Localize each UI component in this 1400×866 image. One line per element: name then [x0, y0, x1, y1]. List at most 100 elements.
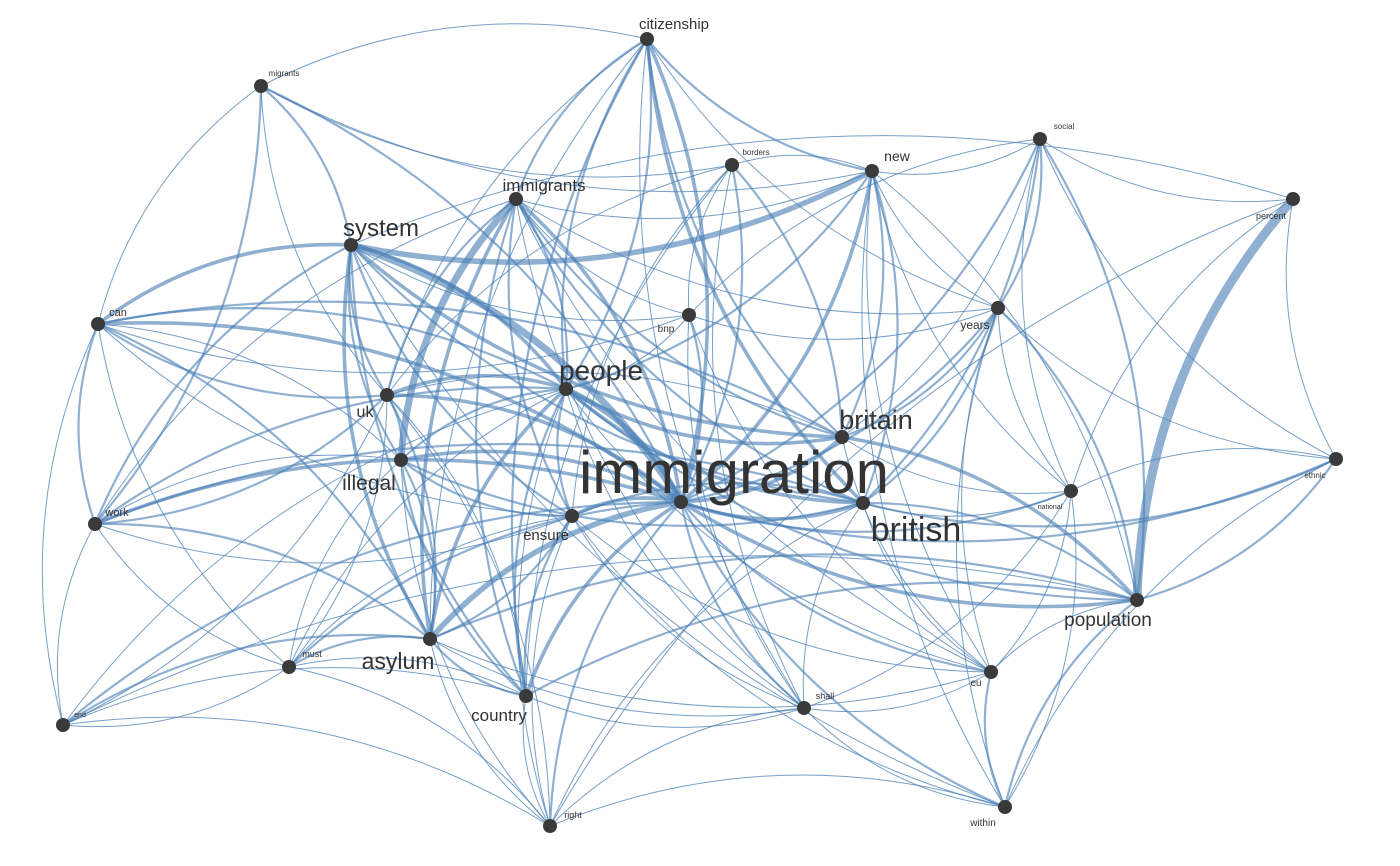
node-must[interactable]	[282, 660, 296, 674]
node-label-shall: shall	[816, 691, 835, 701]
node-ensure[interactable]	[565, 509, 579, 523]
edge-immigrants-work	[94, 198, 517, 525]
edge-british-ethnic	[861, 457, 1338, 528]
edge-immigration-asylum	[427, 499, 684, 642]
node-work[interactable]	[88, 517, 102, 531]
edge-system-bnp	[350, 244, 690, 321]
node-country[interactable]	[519, 689, 533, 703]
edge-percent-right	[549, 198, 1294, 827]
edge-can-must	[97, 323, 290, 668]
edge-migrants-uk	[260, 85, 388, 396]
node-population[interactable]	[1130, 593, 1144, 607]
edge-right-must	[288, 666, 551, 827]
edge-ensure-country	[523, 514, 574, 698]
node-within[interactable]	[998, 800, 1012, 814]
node-ethnic[interactable]	[1329, 452, 1343, 466]
edge-social-percent	[1039, 138, 1294, 203]
edge-immigrants-asylum	[419, 197, 518, 641]
edge-illegal-country	[399, 458, 528, 698]
node-end[interactable]	[56, 718, 70, 732]
edge-years-social	[996, 137, 1043, 310]
edge-asylum-shall	[429, 638, 805, 717]
edge-population-end	[62, 555, 1138, 726]
edge-immigration-years	[679, 306, 1000, 504]
node-percent[interactable]	[1286, 192, 1300, 206]
edge-shall-national	[803, 490, 1072, 709]
edge-system-uk	[348, 243, 389, 397]
edge-population-years	[996, 306, 1139, 602]
edge-percent-ethnic	[1285, 198, 1337, 460]
node-national[interactable]	[1064, 484, 1078, 498]
node-label-immigrants: immigrants	[502, 176, 585, 195]
edge-country-right	[522, 695, 551, 827]
edge-people-work	[93, 386, 568, 526]
node-people[interactable]	[559, 382, 573, 396]
node-british[interactable]	[856, 496, 870, 510]
edge-new-eu	[866, 170, 992, 673]
edge-asylum-end	[61, 633, 432, 727]
node-label-national: national	[1038, 504, 1063, 511]
node-citizenship[interactable]	[640, 32, 654, 46]
edge-work-ensure	[94, 515, 573, 564]
edge-britain-new	[840, 169, 885, 439]
edge-britain-can	[96, 300, 844, 439]
edge-people-end	[62, 388, 567, 726]
edge-britain-borders	[730, 163, 844, 439]
node-migrants[interactable]	[254, 79, 268, 93]
edge-illegal-ensure	[399, 458, 574, 518]
edge-percent-system	[350, 135, 1294, 246]
edge-can-work	[77, 322, 100, 526]
edge-within-national	[1004, 490, 1077, 808]
node-label-country: country	[471, 706, 527, 725]
edge-system-new	[348, 168, 875, 265]
edge-citizenship-shall	[639, 38, 805, 709]
node-social[interactable]	[1033, 132, 1047, 146]
edge-immigration-immigrants	[514, 197, 683, 504]
edge-immigration-social	[679, 137, 1042, 504]
node-new[interactable]	[865, 164, 879, 178]
edge-asylum-country	[428, 637, 528, 698]
edge-borders-shall	[712, 164, 805, 709]
node-uk[interactable]	[380, 388, 394, 402]
node-label-right: right	[564, 810, 582, 820]
node-label-years: years	[960, 318, 989, 332]
node-label-within: within	[969, 818, 996, 829]
node-label-citizenship: citizenship	[639, 16, 709, 33]
edge-years-national	[997, 307, 1072, 492]
node-years[interactable]	[991, 301, 1005, 315]
edge-borders-uk	[386, 164, 733, 396]
edge-new-within	[861, 170, 1006, 808]
edge-immigrants-britain	[514, 197, 844, 439]
node-asylum[interactable]	[423, 632, 437, 646]
edge-new-social	[871, 138, 1041, 175]
edge-immigrants-ensure	[507, 197, 574, 518]
node-label-social: social	[1054, 122, 1075, 131]
node-shall[interactable]	[797, 701, 811, 715]
edge-immigrants-bnp	[515, 198, 690, 316]
node-britain[interactable]	[835, 430, 849, 444]
edge-population-new	[871, 170, 1138, 601]
node-right[interactable]	[543, 819, 557, 833]
node-can[interactable]	[91, 317, 105, 331]
edge-immigration-must	[287, 500, 683, 669]
node-immigrants[interactable]	[509, 192, 523, 206]
node-label-can: can	[109, 307, 127, 319]
edge-end-uk	[62, 394, 388, 726]
edge-within-right	[549, 774, 1006, 827]
edge-population-social	[1038, 137, 1146, 602]
edge-country-must	[288, 657, 527, 697]
edge-ethnic-national	[1070, 448, 1337, 492]
node-illegal[interactable]	[394, 453, 408, 467]
node-borders[interactable]	[725, 158, 739, 172]
node-system[interactable]	[344, 238, 358, 252]
node-bnp[interactable]	[682, 308, 696, 322]
edge-percent-population	[1132, 194, 1298, 605]
edge-people-uk	[385, 373, 568, 397]
edge-illegal-right	[400, 459, 551, 827]
edge-country-uk	[386, 394, 527, 697]
node-eu[interactable]	[984, 665, 998, 679]
edge-population-country	[524, 581, 1139, 698]
node-immigration[interactable]	[674, 495, 688, 509]
edge-british-ensure	[570, 481, 865, 518]
node-label-work: work	[104, 507, 129, 519]
